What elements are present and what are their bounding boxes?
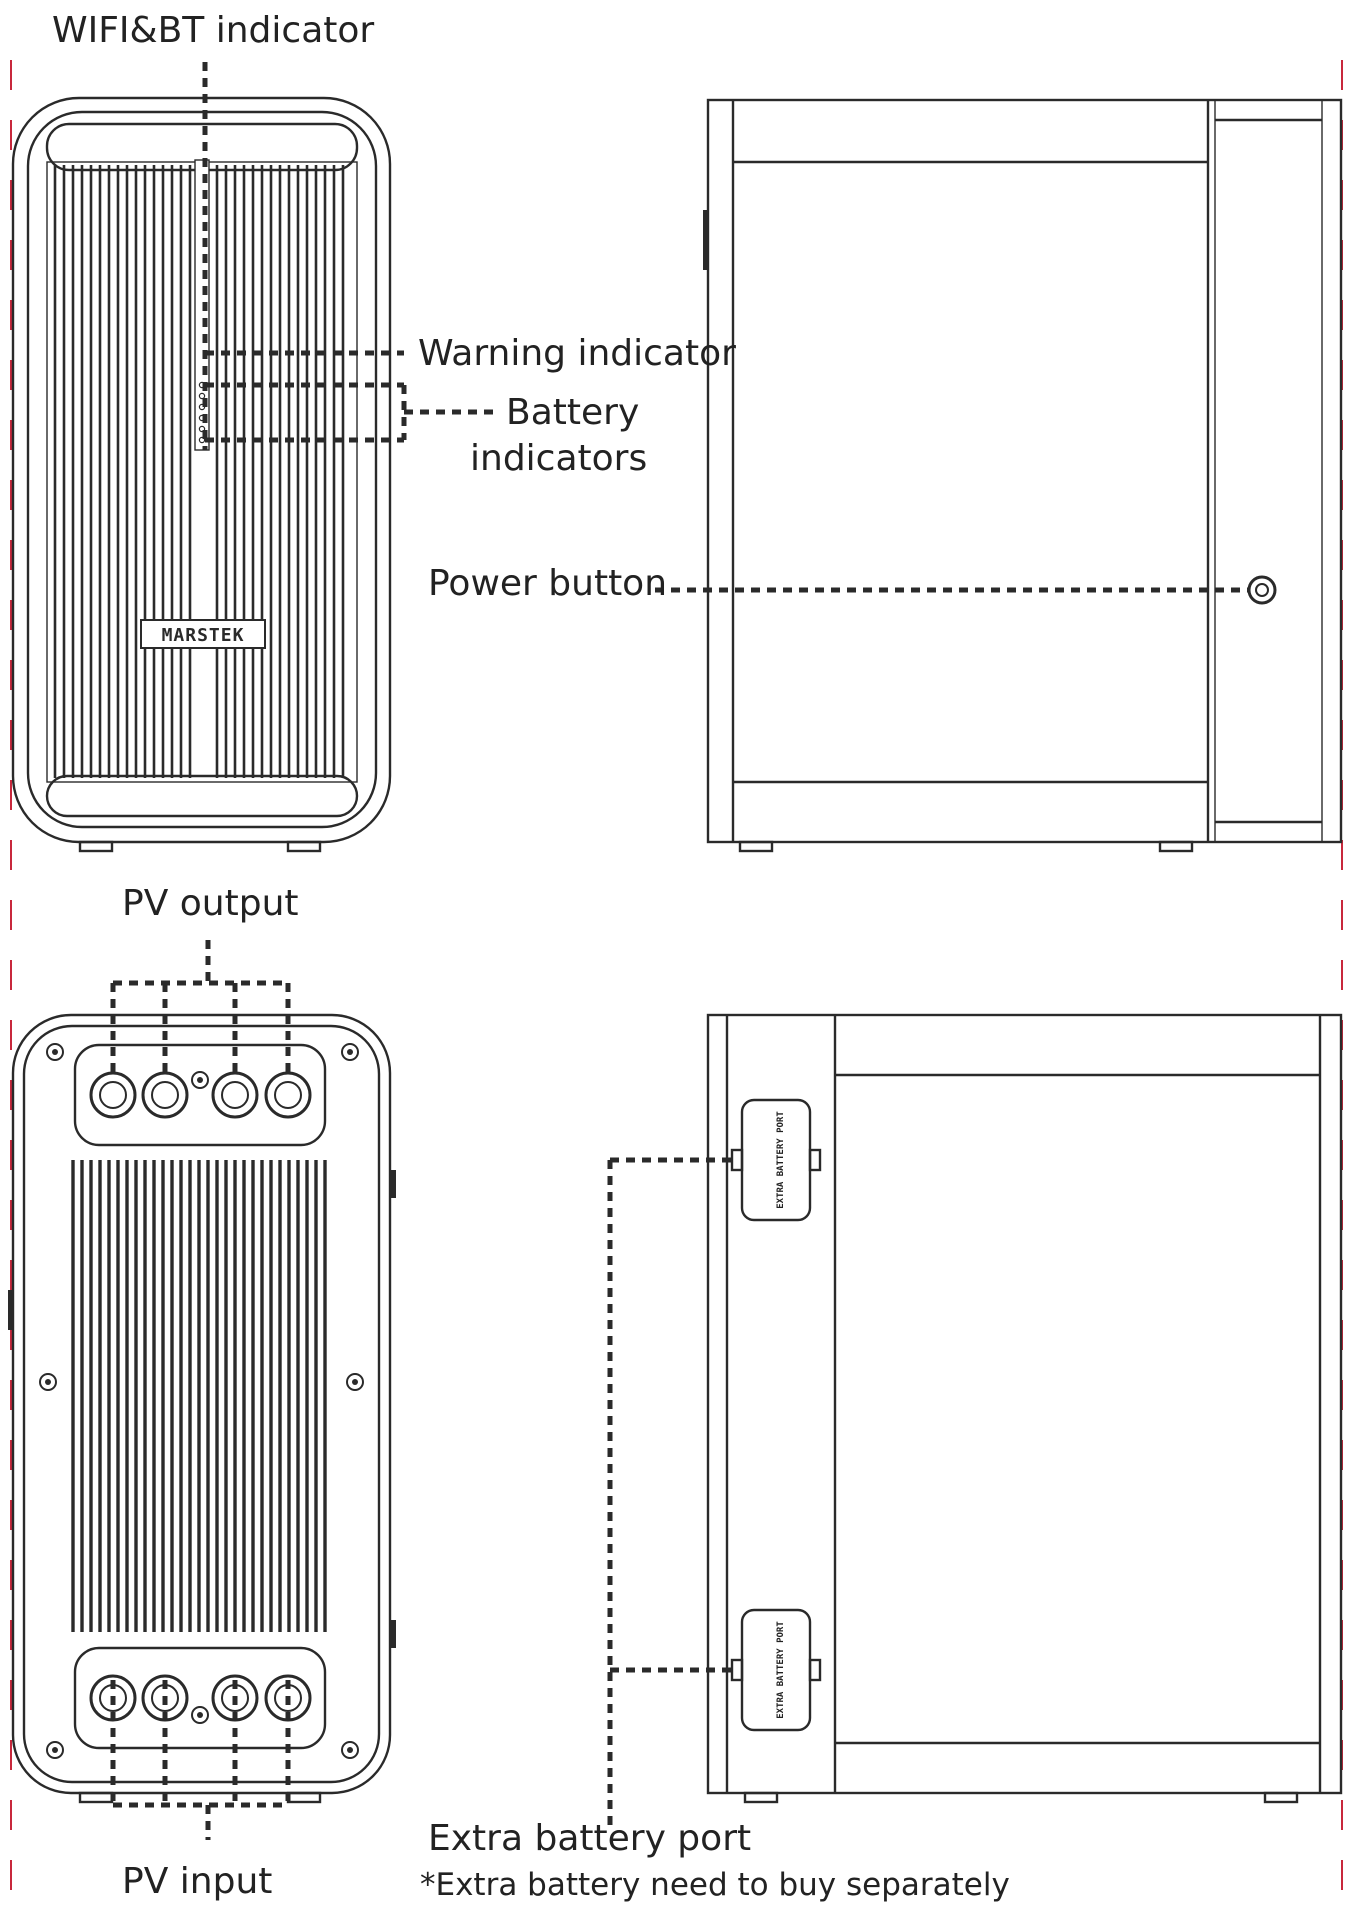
led-dot <box>198 392 206 400</box>
brand-logo: MARSTEK <box>162 625 245 646</box>
label-pv-output: PV output <box>122 883 299 924</box>
label-battery-2: indicators <box>470 438 647 479</box>
front-heat-fins <box>53 165 345 778</box>
screw <box>191 1706 209 1724</box>
screw-center <box>197 1712 203 1718</box>
led-dot <box>198 403 206 411</box>
pv-connectors <box>89 1071 312 1722</box>
svg-text:EXTRA BATTERY PORT: EXTRA BATTERY PORT <box>776 1111 786 1209</box>
pv-connector <box>141 1071 189 1119</box>
side-view-ports: EXTRA BATTERY PORT EXTRA BATTERY PORT <box>706 1013 1343 1804</box>
extra-battery-port-bottom[interactable]: EXTRA BATTERY PORT <box>730 1608 822 1732</box>
screw <box>346 1373 364 1391</box>
screw-center <box>197 1077 203 1083</box>
label-battery-1: Battery <box>506 392 639 433</box>
screw <box>46 1043 64 1061</box>
led-dot <box>198 436 206 444</box>
front-view: MARSTEK <box>11 96 392 853</box>
callout-lines <box>110 62 1249 1840</box>
screw-center <box>52 1747 58 1753</box>
screw-center <box>45 1379 51 1385</box>
svg-text:EXTRA BATTERY PORT: EXTRA BATTERY PORT <box>776 1621 786 1719</box>
pv-connector-inner <box>151 1081 179 1109</box>
power-button[interactable] <box>1247 575 1277 605</box>
pv-connector-inner <box>99 1081 127 1109</box>
screw <box>39 1373 57 1391</box>
label-warning: Warning indicator <box>418 333 736 374</box>
pv-connector-inner <box>221 1081 249 1109</box>
pv-connector <box>89 1071 137 1119</box>
label-extra-port: Extra battery port <box>428 1818 751 1859</box>
screw-center <box>52 1049 58 1055</box>
screw <box>341 1043 359 1061</box>
pv-connector <box>211 1071 259 1119</box>
side-view <box>703 98 1343 853</box>
pv-connector <box>264 1071 312 1119</box>
extra-battery-port-top[interactable]: EXTRA BATTERY PORT <box>730 1098 822 1222</box>
label-pv-input: PV input <box>122 1861 272 1902</box>
led-dot <box>198 425 206 433</box>
back-screws <box>39 1043 364 1759</box>
screw <box>341 1741 359 1759</box>
screw <box>46 1741 64 1759</box>
screw-center <box>347 1049 353 1055</box>
back-heat-fins <box>71 1160 327 1632</box>
label-extra-note: *Extra battery need to buy separately <box>420 1867 1010 1903</box>
label-power-button: Power button <box>428 563 667 604</box>
screw-center <box>347 1747 353 1753</box>
screw-center <box>352 1379 358 1385</box>
screw <box>191 1071 209 1089</box>
pv-connector-inner <box>274 1081 302 1109</box>
back-view <box>8 1013 396 1804</box>
label-wifi-bt: WIFI&BT indicator <box>52 10 374 51</box>
